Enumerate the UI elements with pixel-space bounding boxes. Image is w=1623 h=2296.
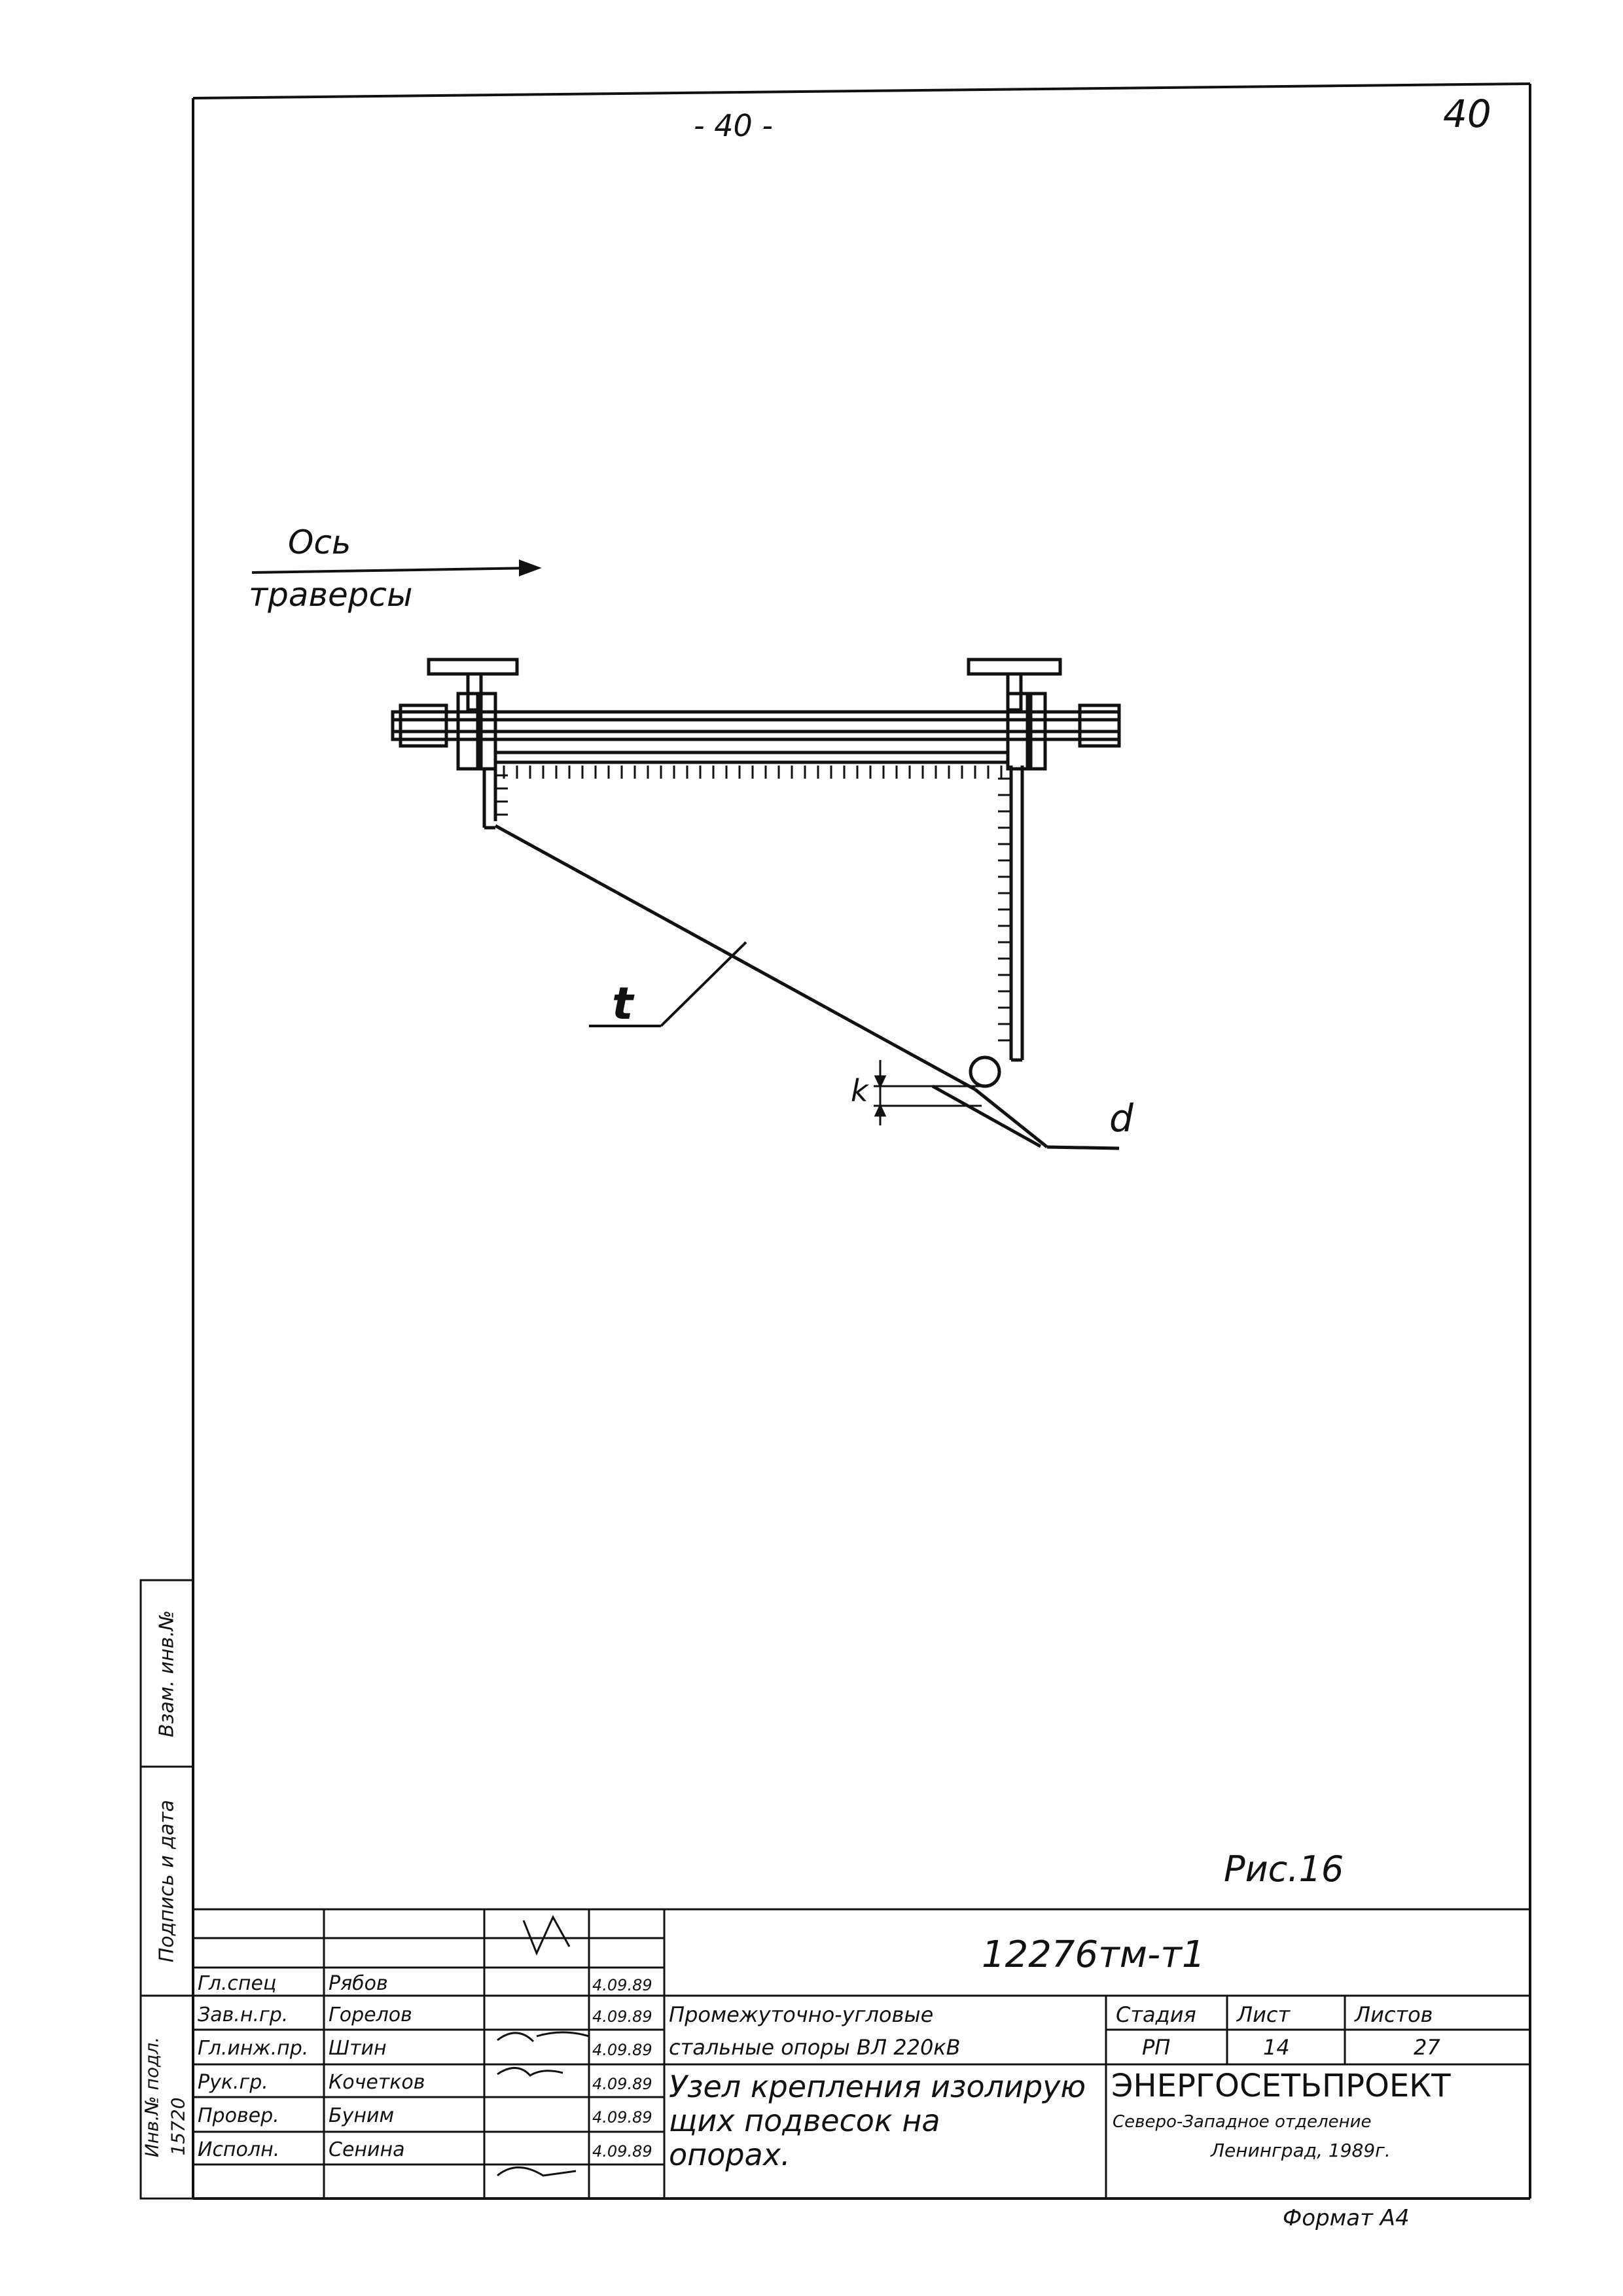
project-line-2: стальные опоры ВЛ 220кВ [669, 2035, 961, 2060]
axis-arrow [251, 559, 542, 576]
side-podpis-data: Подпись и дата [155, 1799, 179, 1963]
page-number-corner: 40 [1443, 92, 1491, 136]
axis-label-top: Ось [288, 523, 351, 561]
label-t: t [612, 978, 633, 1030]
weld-hatching [496, 766, 1011, 1042]
traverse-assembly [391, 658, 1121, 1062]
sheet-value: 14 [1263, 2035, 1290, 2060]
signatures [497, 1915, 590, 2177]
doc-code: 12276тм-т1 [982, 1934, 1205, 1976]
tb-name-3: Штин [329, 2037, 387, 2060]
tb-name-2: Горелов [329, 2004, 412, 2026]
sheet-title-line-1: Узел крепления изолирую [669, 2069, 1086, 2104]
page-number-center: - 40 - [694, 108, 773, 143]
tb-date-3: 4.09.89 [592, 2041, 652, 2059]
tb-role-5: Провер. [198, 2104, 279, 2127]
org-name: ЭНЕРГОСЕТЬПРОЕКТ [1111, 2068, 1451, 2104]
side-inv-number: 15720 [167, 2097, 189, 2156]
org-city: Ленинград, 1989г. [1211, 2140, 1391, 2161]
title-block-grid [193, 1908, 1530, 2199]
tb-date-4: 4.09.89 [592, 2075, 652, 2093]
sheets-value: 27 [1414, 2035, 1440, 2060]
label-k: k [851, 1073, 868, 1108]
axis-label-bottom: траверсы [249, 576, 413, 614]
tb-name-1: Рябов [329, 1972, 388, 1995]
format-label: Формат А4 [1283, 2205, 1410, 2231]
tb-role-1: Гл.спец [198, 1972, 277, 1995]
side-strip-frame [139, 1579, 194, 2200]
side-vzam-inv: Взам. инв.№ [155, 1610, 179, 1738]
diagonal-brace [494, 824, 1120, 1150]
leader-t [589, 941, 747, 1027]
sheets-label: Листов [1355, 2002, 1433, 2027]
tb-date-2: 4.09.89 [592, 2007, 652, 2026]
tb-date-6: 4.09.89 [592, 2142, 652, 2161]
tb-role-2: Зав.н.гр. [198, 2004, 289, 2026]
figure-caption: Рис.16 [1224, 1848, 1344, 1890]
sheet-label: Лист [1237, 2002, 1291, 2027]
sheet-title-line-2: щих подвесок на [669, 2103, 940, 2138]
tb-name-4: Кочетков [329, 2071, 425, 2094]
tb-role-6: Исполн. [198, 2138, 280, 2161]
org-dept: Северо-Западное отделение [1113, 2112, 1372, 2132]
tb-name-5: Буним [329, 2104, 395, 2127]
tb-role-3: Гл.инж.пр. [198, 2037, 309, 2060]
tb-date-1: 4.09.89 [592, 1976, 652, 1994]
tb-date-5: 4.09.89 [592, 2108, 652, 2127]
sheet-title-line-3: опорах. [669, 2137, 791, 2172]
stage-value: РП [1142, 2035, 1171, 2060]
tb-role-4: Рук.гр. [198, 2071, 268, 2094]
project-line-1: Промежуточно-угловые [669, 2002, 934, 2027]
label-d: d [1109, 1096, 1133, 1140]
stage-label: Стадия [1116, 2002, 1196, 2027]
tb-name-6: Сенина [329, 2138, 405, 2161]
dimension-k [874, 1060, 982, 1125]
side-inv-podl: Инв.№ подл. [141, 2036, 163, 2158]
